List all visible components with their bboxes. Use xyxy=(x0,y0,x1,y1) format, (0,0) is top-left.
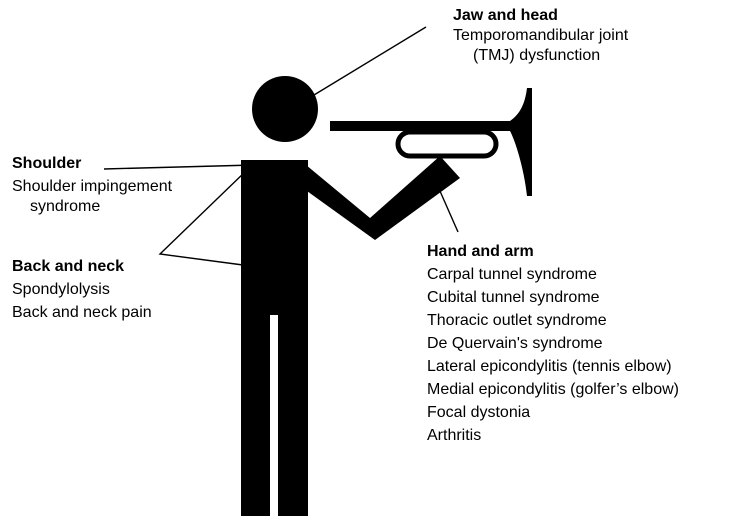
head-shape xyxy=(252,76,318,142)
hand-arm-item: Thoracic outlet syndrome xyxy=(427,309,679,332)
shoulder-item: syndrome xyxy=(12,197,172,217)
jaw-head-heading: Jaw and head xyxy=(453,6,628,26)
back-neck-item: Spondylolysis xyxy=(12,280,152,300)
hand-arm-label: Hand and arm Carpal tunnel syndrome Cubi… xyxy=(427,240,679,447)
torso-shape xyxy=(241,160,308,315)
back-neck-heading: Back and neck xyxy=(12,257,152,277)
shoulder-heading: Shoulder xyxy=(12,154,172,174)
hand-arm-item: Lateral epicondylitis (tennis elbow) xyxy=(427,355,679,378)
arm-shape xyxy=(300,156,460,240)
hand-arm-item: Focal dystonia xyxy=(427,401,679,424)
hand-arm-item: Arthritis xyxy=(427,424,679,447)
hand-arm-item: Cubital tunnel syndrome xyxy=(427,286,679,309)
jaw-head-label: Jaw and head Temporomandibular joint (TM… xyxy=(453,6,628,66)
back-pointer-line xyxy=(160,170,247,265)
hand-arm-heading: Hand and arm xyxy=(427,240,679,263)
trumpet-valve-loop xyxy=(398,132,496,156)
hand-pointer-line xyxy=(436,182,458,232)
shoulder-label: Shoulder Shoulder impingement syndrome xyxy=(12,154,172,217)
back-neck-label: Back and neck Spondylolysis Back and nec… xyxy=(12,257,152,323)
hand-arm-item: De Quervain's syndrome xyxy=(427,332,679,355)
back-neck-item: Back and neck pain xyxy=(12,303,152,323)
jaw-head-item: Temporomandibular joint xyxy=(453,26,628,46)
shoulder-item: Shoulder impingement xyxy=(12,177,172,197)
jaw-pointer-line xyxy=(314,27,426,95)
trumpet-bell-shape xyxy=(510,88,532,196)
left-leg-shape xyxy=(241,312,270,516)
hand-arm-item: Carpal tunnel syndrome xyxy=(427,263,679,286)
jaw-head-item: (TMJ) dysfunction xyxy=(453,46,628,66)
right-leg-shape xyxy=(278,312,308,516)
hand-arm-item: Medial epicondylitis (golfer’s elbow) xyxy=(427,378,679,401)
